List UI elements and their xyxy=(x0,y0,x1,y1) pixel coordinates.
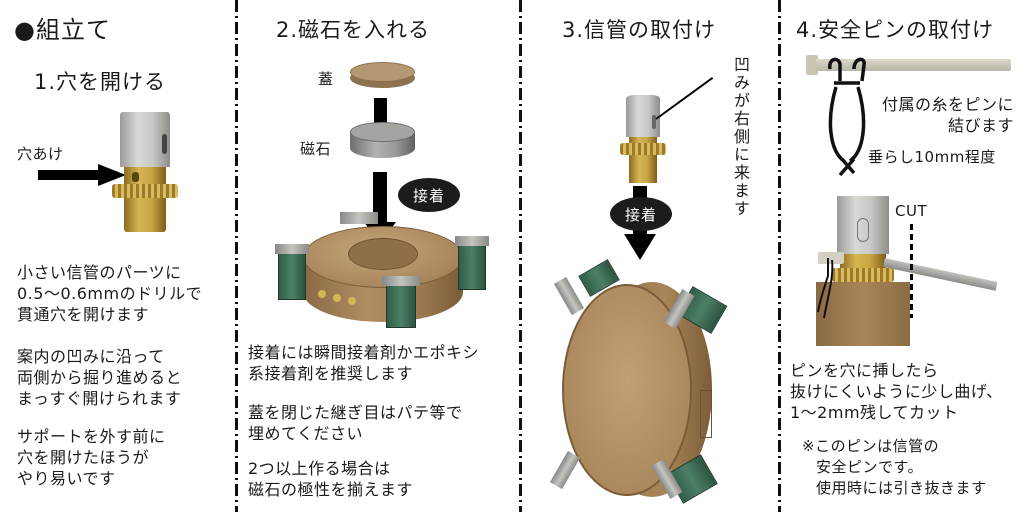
safety-pin-note: ※このピンは信管の 安全ピンです。 使用時には引き抜きます xyxy=(802,437,987,497)
fuse-with-pin-image xyxy=(802,196,1022,346)
fuse-part-image xyxy=(112,112,180,232)
step-1-title: 1.穴を開ける xyxy=(34,70,167,94)
section-divider-1 xyxy=(235,0,238,512)
step-4-paragraph-1: ピンを穴に挿したら 抜けにくいように少し曲げ、 1〜2mm残してカット xyxy=(790,361,1003,422)
dent-orientation-callout: 凹みが右側に来ます xyxy=(731,56,750,218)
page-title: ●組立て xyxy=(14,16,111,44)
magnet-image xyxy=(350,122,415,166)
step-1-paragraph-3: サポートを外す前に 穴を開けたほうが やり易いです xyxy=(17,427,166,488)
step-4-title: 4.安全ピンの取付け xyxy=(796,18,995,42)
string-icon xyxy=(828,57,866,177)
step-2-paragraph-3: 2つ以上作る場合は 磁石の極性を揃えます xyxy=(248,459,414,499)
section-divider-3 xyxy=(778,0,781,512)
tie-string-note: 付属の糸をピンに 結びます xyxy=(881,95,1014,135)
drill-hole-callout: 穴あけ xyxy=(17,145,64,163)
step-2-title: 2.磁石を入れる xyxy=(276,18,431,42)
string-tail-icon xyxy=(817,258,834,319)
arrow-right-icon xyxy=(38,164,128,186)
cut-label: CUT xyxy=(895,202,928,220)
glue-badge-2: 接着 xyxy=(610,197,672,231)
housing-image xyxy=(275,212,489,332)
cut-line xyxy=(910,224,913,318)
arrow-down-shaft xyxy=(373,172,387,224)
step-2-paragraph-2: 蓋を閉じた継ぎ目はパテ等で 埋めてください xyxy=(248,403,463,443)
step-1-paragraph-1: 小さい信管のパーツに 0.5〜0.6mmのドリルで 貫通穴を開けます xyxy=(17,263,203,324)
glue-badge: 接着 xyxy=(398,178,460,212)
lid-disc-image xyxy=(350,62,415,92)
step-2-paragraph-1: 接着には瞬間接着剤かエポキシ 系接着剤を推奨します xyxy=(248,343,480,383)
section-divider-2 xyxy=(519,0,522,512)
safety-pin-image xyxy=(806,55,1011,185)
arrow-down-icon-2 xyxy=(624,234,656,260)
fuse-part-image-2 xyxy=(620,95,666,183)
housing-upright-image xyxy=(549,259,732,507)
step-1-paragraph-2: 案内の凹みに沿って 両側から掘り進めると まっすぐ開けられます xyxy=(17,347,183,408)
lid-label: 蓋 xyxy=(318,70,334,88)
magnet-label: 磁石 xyxy=(300,140,332,158)
step-3-title: 3.信管の取付け xyxy=(562,18,717,42)
hang-length-note: 垂らし10mm程度 xyxy=(868,148,996,166)
